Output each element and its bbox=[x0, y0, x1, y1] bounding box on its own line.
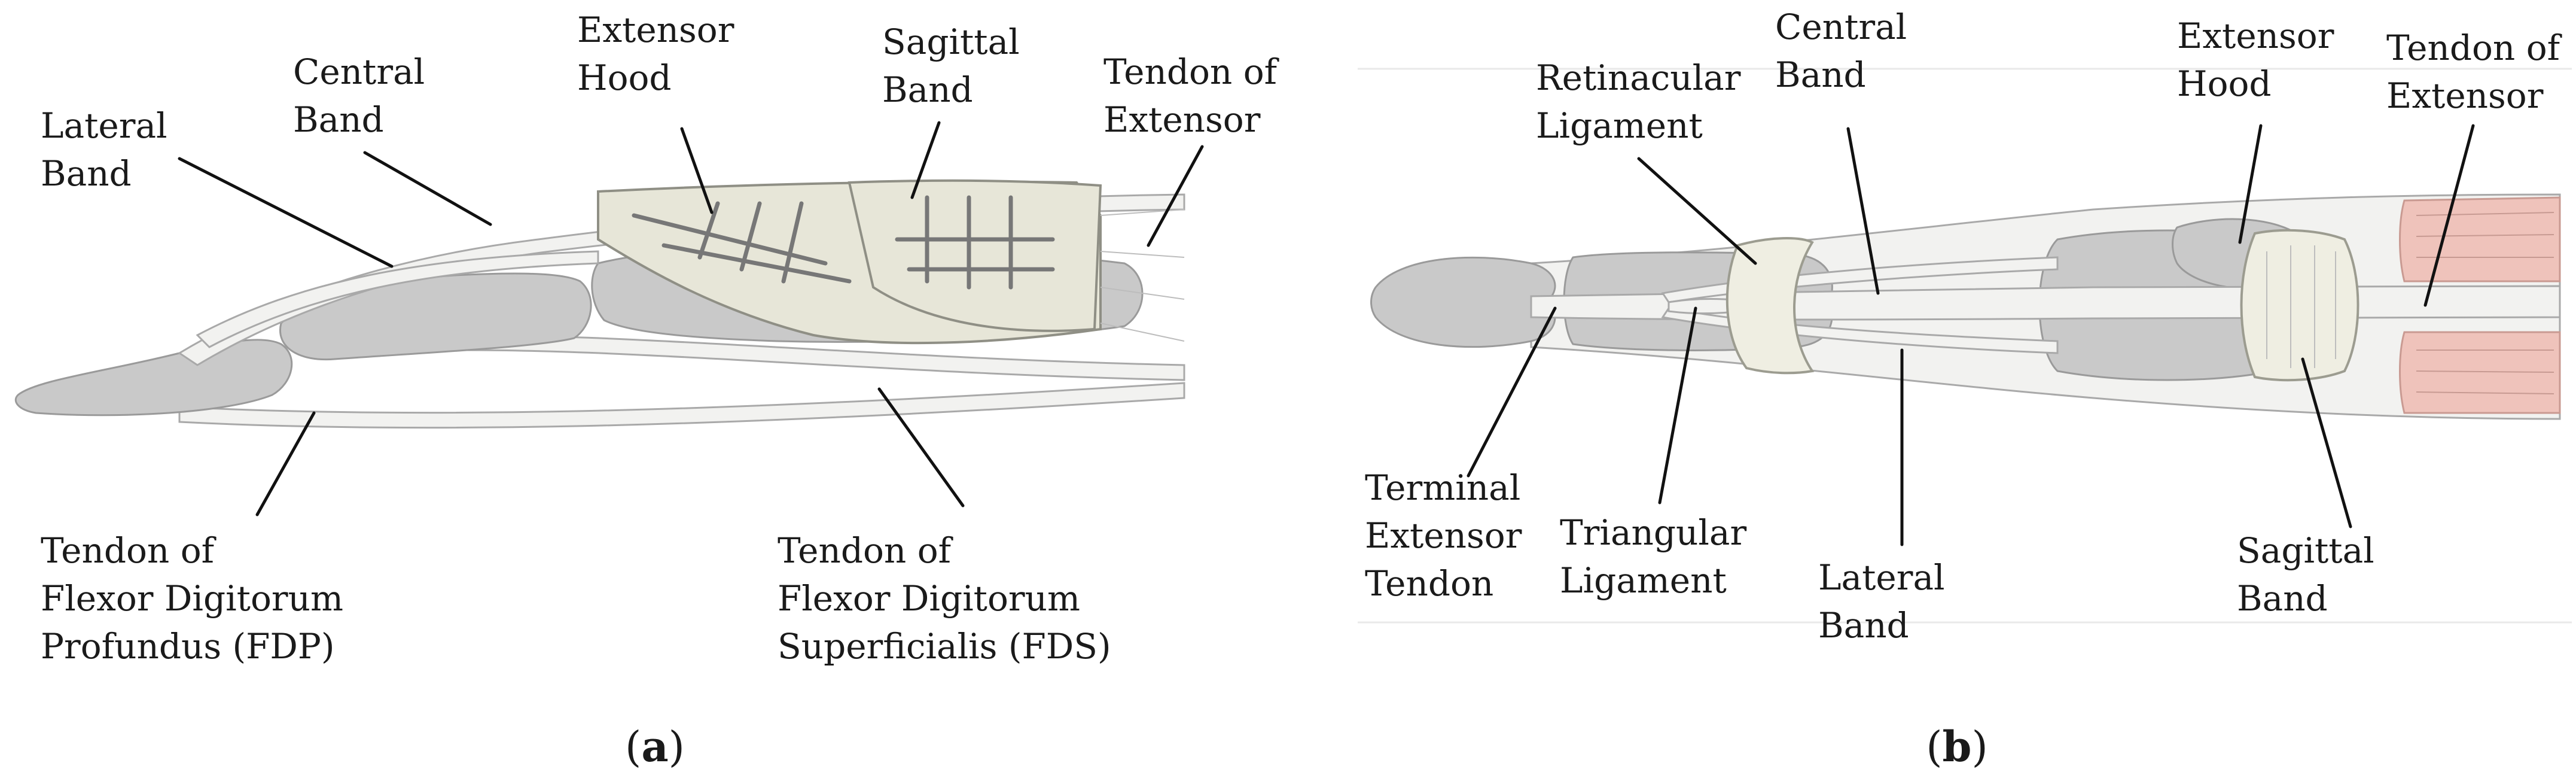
hood-fibers-a bbox=[632, 195, 1055, 290]
panel-a-leader-lines bbox=[178, 121, 1204, 516]
caption-b: (b) bbox=[1926, 722, 1988, 771]
leader-terminal-extensor-tendon-b bbox=[1467, 306, 1557, 478]
label-lateral-band-b: Lateral Band bbox=[1818, 557, 1956, 646]
label-retinacular-ligament-b: Retinacular Ligament bbox=[1536, 57, 1752, 146]
panel-b-labels: Retinacular Ligament Central Band Extens… bbox=[1365, 7, 2571, 646]
leader-retinacular-ligament-b bbox=[1637, 157, 1757, 265]
panel-a-illustration bbox=[14, 179, 1185, 429]
leader-sagittal-band-a bbox=[910, 121, 941, 199]
label-extensor-hood-a: Extensor Hood bbox=[577, 10, 745, 98]
lateral-band-shape-a bbox=[196, 250, 599, 348]
panel-b-illustration bbox=[1370, 193, 2561, 420]
extensor-muscle-upper-b bbox=[2399, 196, 2561, 282]
panel-a-labels: Lateral Band Central Band Extensor Hood … bbox=[41, 10, 1288, 667]
proximal-fibers-a bbox=[1100, 209, 1185, 342]
sagittal-band-fibers-b bbox=[2266, 245, 2336, 368]
leader-fds-a bbox=[877, 387, 965, 508]
leader-central-band-a bbox=[363, 151, 492, 226]
leader-lateral-band-a bbox=[178, 157, 394, 268]
sagittal-band-shape-a bbox=[848, 179, 1102, 332]
panel-b-leader-lines bbox=[1467, 124, 2475, 546]
panel-a-lateral-view: Lateral Band Central Band Extensor Hood … bbox=[14, 10, 1288, 771]
extensor-muscles-b bbox=[2399, 196, 2561, 414]
label-extensor-hood-b: Extensor Hood bbox=[2177, 16, 2345, 104]
label-lateral-band-a: Lateral Band bbox=[41, 105, 178, 194]
leader-tendon-of-extensor-a bbox=[1147, 145, 1204, 247]
label-fds-a: Tendon of Flexor Digitorum Superficialis… bbox=[778, 530, 1111, 667]
distal-phalanx-b bbox=[1370, 256, 1556, 348]
label-triangular-ligament-b: Triangular Ligament bbox=[1560, 512, 1758, 601]
label-tendon-of-extensor-b: Tendon of Extensor bbox=[2386, 28, 2571, 116]
leader-sagittal-band-b bbox=[2301, 357, 2352, 528]
panel-b-dorsal-view: Retinacular Ligament Central Band Extens… bbox=[1358, 7, 2572, 771]
retinacular-ligament-shape-b bbox=[1726, 237, 1815, 375]
label-sagittal-band-b: Sagittal Band bbox=[2237, 530, 2385, 619]
leader-tendon-of-extensor-b bbox=[2423, 124, 2475, 307]
leader-triangular-ligament-b bbox=[1658, 306, 1697, 505]
label-central-band-a: Central Band bbox=[293, 51, 436, 140]
leader-central-band-b bbox=[1846, 127, 1880, 295]
distal-phalanx-a bbox=[14, 339, 293, 417]
fds-tendon-shape bbox=[465, 334, 1185, 381]
caption-a: (a) bbox=[625, 722, 685, 771]
sagittal-band-shape-b bbox=[2240, 229, 2359, 382]
fdp-tendon-shape bbox=[178, 382, 1185, 429]
label-sagittal-band-a: Sagittal Band bbox=[882, 22, 1031, 110]
label-tendon-of-extensor-a: Tendon of Extensor bbox=[1103, 51, 1288, 140]
label-central-band-b: Central Band bbox=[1775, 7, 1918, 95]
leader-extensor-hood-b bbox=[2238, 124, 2263, 244]
leader-extensor-hood-a bbox=[680, 127, 714, 214]
leader-fdp-a bbox=[255, 411, 316, 516]
label-terminal-extensor-tendon-b: Terminal Extensor Tendon bbox=[1365, 467, 1533, 604]
label-fdp-a: Tendon of Flexor Digitorum Profundus (FD… bbox=[41, 530, 354, 667]
